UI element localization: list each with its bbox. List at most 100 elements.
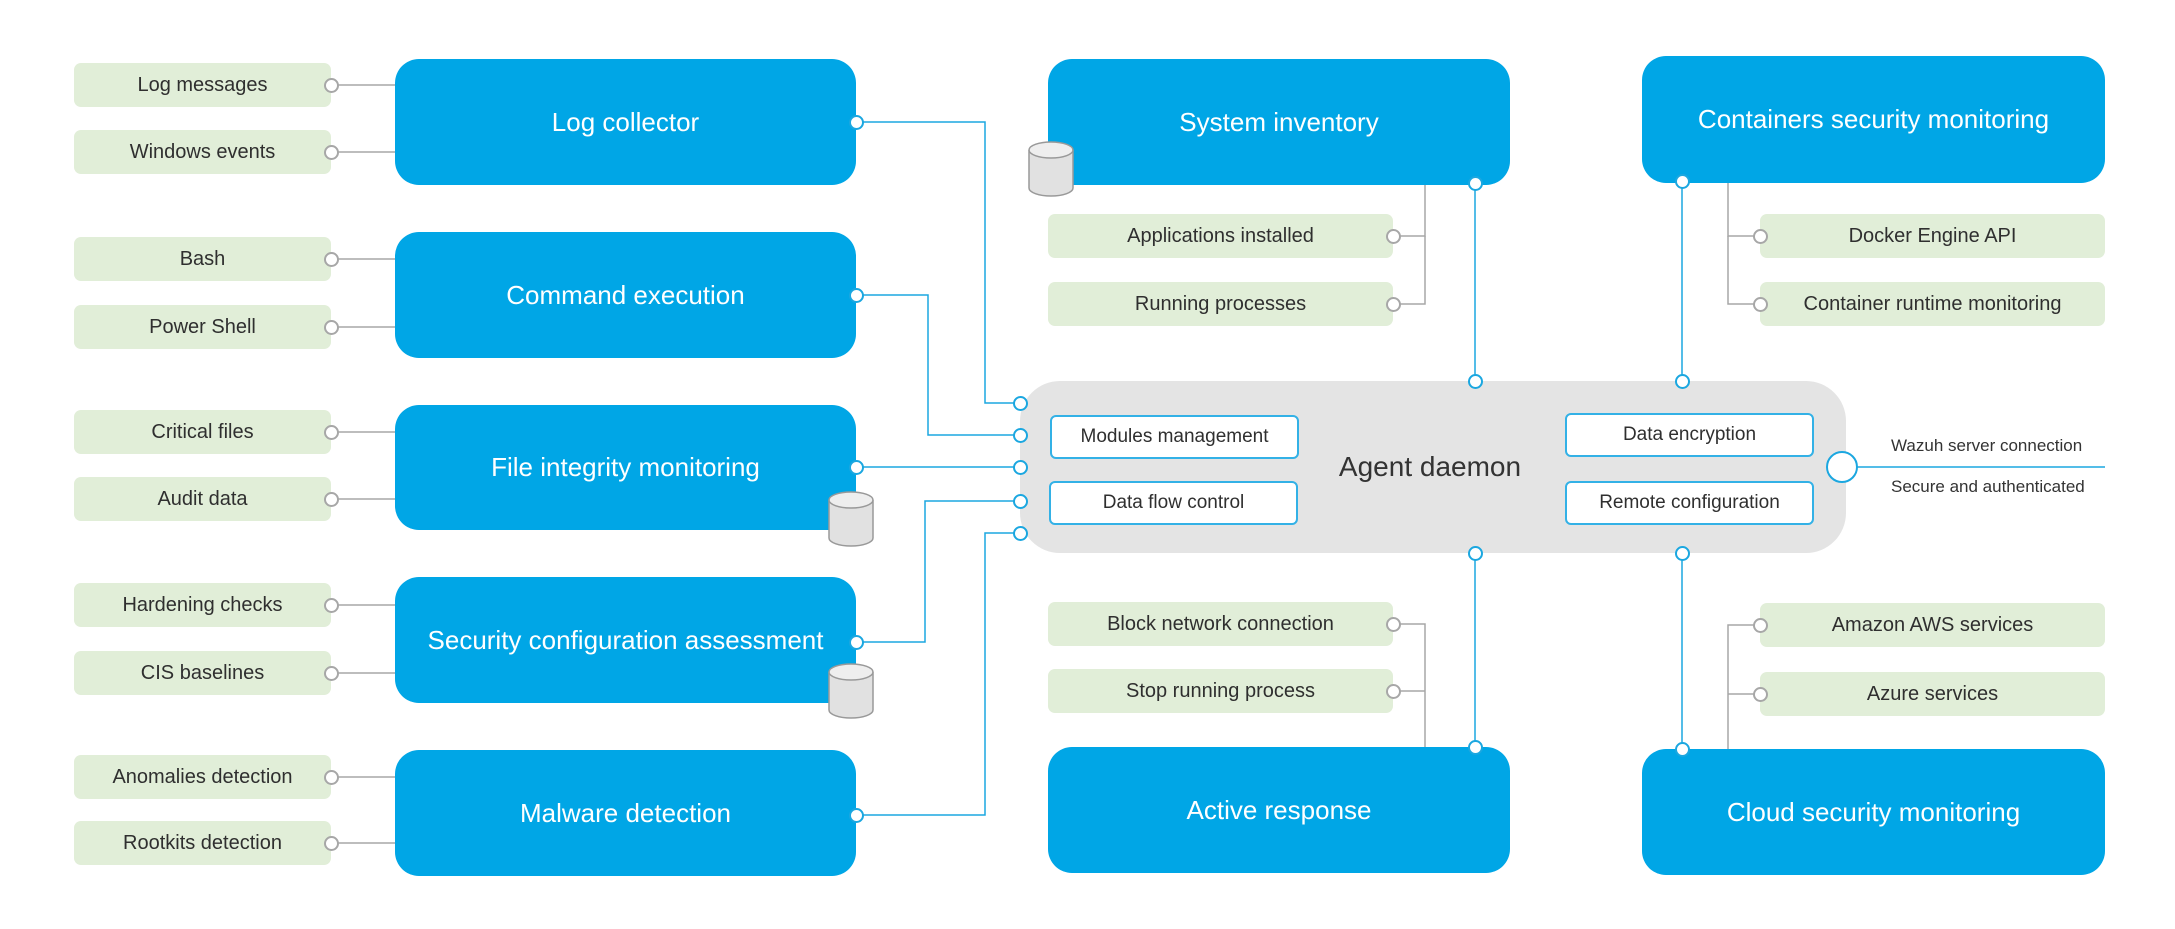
daemon-remote-configuration: Remote configuration	[1565, 481, 1814, 525]
feature-bash: Bash	[74, 237, 331, 281]
feature-dot	[324, 492, 339, 507]
module-label: File integrity monitoring	[491, 452, 760, 482]
feature-label: CIS baselines	[140, 661, 265, 684]
module-label: Log collector	[551, 106, 700, 137]
feature-azure-services: Azure services	[1760, 672, 2105, 716]
module-file-integrity-monitoring: File integrity monitoring	[395, 405, 856, 530]
feature-dot	[324, 770, 339, 785]
database-icon	[828, 491, 874, 547]
module-label: Malware detection	[520, 797, 731, 828]
feature-running-processes: Running processes	[1048, 282, 1393, 326]
feature-anomalies-detection: Anomalies detection	[74, 755, 331, 799]
daemon-item-label: Modules management	[1080, 426, 1269, 447]
feature-label: Bash	[179, 247, 226, 270]
feature-hardening-checks: Hardening checks	[74, 583, 331, 627]
daemon-data-encryption: Data encryption	[1565, 413, 1814, 457]
connector-dot	[1468, 374, 1483, 389]
feature-dot	[1753, 618, 1768, 633]
module-label: Cloud security monitoring	[1726, 796, 2021, 827]
module-label: Security configuration assessment	[427, 624, 824, 655]
module-label: Command execution	[506, 279, 745, 310]
feature-dot	[1753, 229, 1768, 244]
feature-label: Hardening checks	[122, 593, 283, 616]
module-containers-security-monitoring: Containers security monitoring	[1642, 56, 2105, 183]
connector-dot	[849, 115, 864, 130]
connector-dot	[1675, 546, 1690, 561]
connector-dot	[1468, 546, 1483, 561]
module-label: Active response	[1186, 794, 1372, 825]
feature-rootkits-detection: Rootkits detection	[74, 821, 331, 865]
daemon-data-flow-control: Data flow control	[1049, 481, 1298, 525]
feature-label: Anomalies detection	[112, 765, 293, 788]
feature-label: Block network connection	[1107, 612, 1334, 635]
connector-dot	[1468, 740, 1483, 755]
module-log-collector: Log collector	[395, 59, 856, 185]
connector-dot	[849, 808, 864, 823]
server-connection-port	[1826, 451, 1858, 483]
connector-dot	[1013, 526, 1028, 541]
feature-label: Audit data	[157, 487, 248, 510]
daemon-item-label: Data flow control	[1102, 492, 1245, 513]
connector-dot	[849, 288, 864, 303]
feature-dot	[1386, 617, 1401, 632]
connector-dot	[1013, 428, 1028, 443]
feature-label: Applications installed	[1127, 224, 1314, 247]
feature-dot	[1753, 687, 1768, 702]
module-cloud-security-monitoring: Cloud security monitoring	[1642, 749, 2105, 875]
feature-dot	[324, 425, 339, 440]
feature-label: Container runtime monitoring	[1803, 292, 2062, 315]
connector-dot	[1675, 174, 1690, 189]
feature-dot	[324, 836, 339, 851]
module-active-response: Active response	[1048, 747, 1510, 873]
feature-dot	[1753, 297, 1768, 312]
feature-dot	[324, 320, 339, 335]
connector-dot	[849, 635, 864, 650]
server-connection-label: Wazuh server connection	[1891, 436, 2083, 455]
feature-power-shell: Power Shell	[74, 305, 331, 349]
daemon-modules-management: Modules management	[1050, 415, 1299, 459]
feature-audit-data: Audit data	[74, 477, 331, 521]
feature-label: Stop running process	[1125, 679, 1315, 702]
feature-windows-events: Windows events	[74, 130, 331, 174]
module-label: System inventory	[1179, 106, 1379, 137]
module-command-execution: Command execution	[395, 232, 856, 358]
connector-dot	[1013, 494, 1028, 509]
daemon-item-label: Data encryption	[1622, 424, 1757, 445]
daemon-item-label: Remote configuration	[1599, 492, 1780, 513]
feature-label: Amazon AWS services	[1831, 613, 2034, 636]
feature-label: Azure services	[1866, 682, 1999, 705]
database-icon	[1028, 141, 1074, 197]
feature-block-network-connection: Block network connection	[1048, 602, 1393, 646]
feature-label: Windows events	[129, 140, 276, 163]
module-wires	[856, 121, 2105, 816]
feature-dot	[1386, 229, 1401, 244]
feature-dot	[324, 78, 339, 93]
feature-label: Critical files	[151, 420, 254, 443]
connector-dot	[1675, 742, 1690, 757]
feature-log-messages: Log messages	[74, 63, 331, 107]
connector-dot	[849, 460, 864, 475]
feature-dot	[324, 252, 339, 267]
feature-critical-files: Critical files	[74, 410, 331, 454]
feature-dot	[324, 598, 339, 613]
feature-amazon-aws-services: Amazon AWS services	[1760, 603, 2105, 647]
connector-dot	[1468, 176, 1483, 191]
feature-cis-baselines: CIS baselines	[74, 651, 331, 695]
connector-dot	[1013, 396, 1028, 411]
database-icon	[828, 663, 874, 719]
module-system-inventory: System inventory	[1048, 59, 1510, 185]
feature-label: Rootkits detection	[123, 831, 282, 854]
module-label: Containers security monitoring	[1697, 104, 2050, 134]
feature-label: Running processes	[1134, 292, 1307, 315]
feature-dot	[1386, 684, 1401, 699]
feature-applications-installed: Applications installed	[1048, 214, 1393, 258]
agent-daemon-title: Agent daemon	[1338, 451, 1522, 482]
feature-dot	[324, 666, 339, 681]
module-security-configuration-assessment: Security configuration assessment	[395, 577, 856, 703]
connector-dot	[1013, 460, 1028, 475]
connector-dot	[1675, 374, 1690, 389]
feature-container-runtime-monitoring: Container runtime monitoring	[1760, 282, 2105, 326]
feature-label: Power Shell	[149, 315, 256, 338]
feature-docker-engine-api: Docker Engine API	[1760, 214, 2105, 258]
